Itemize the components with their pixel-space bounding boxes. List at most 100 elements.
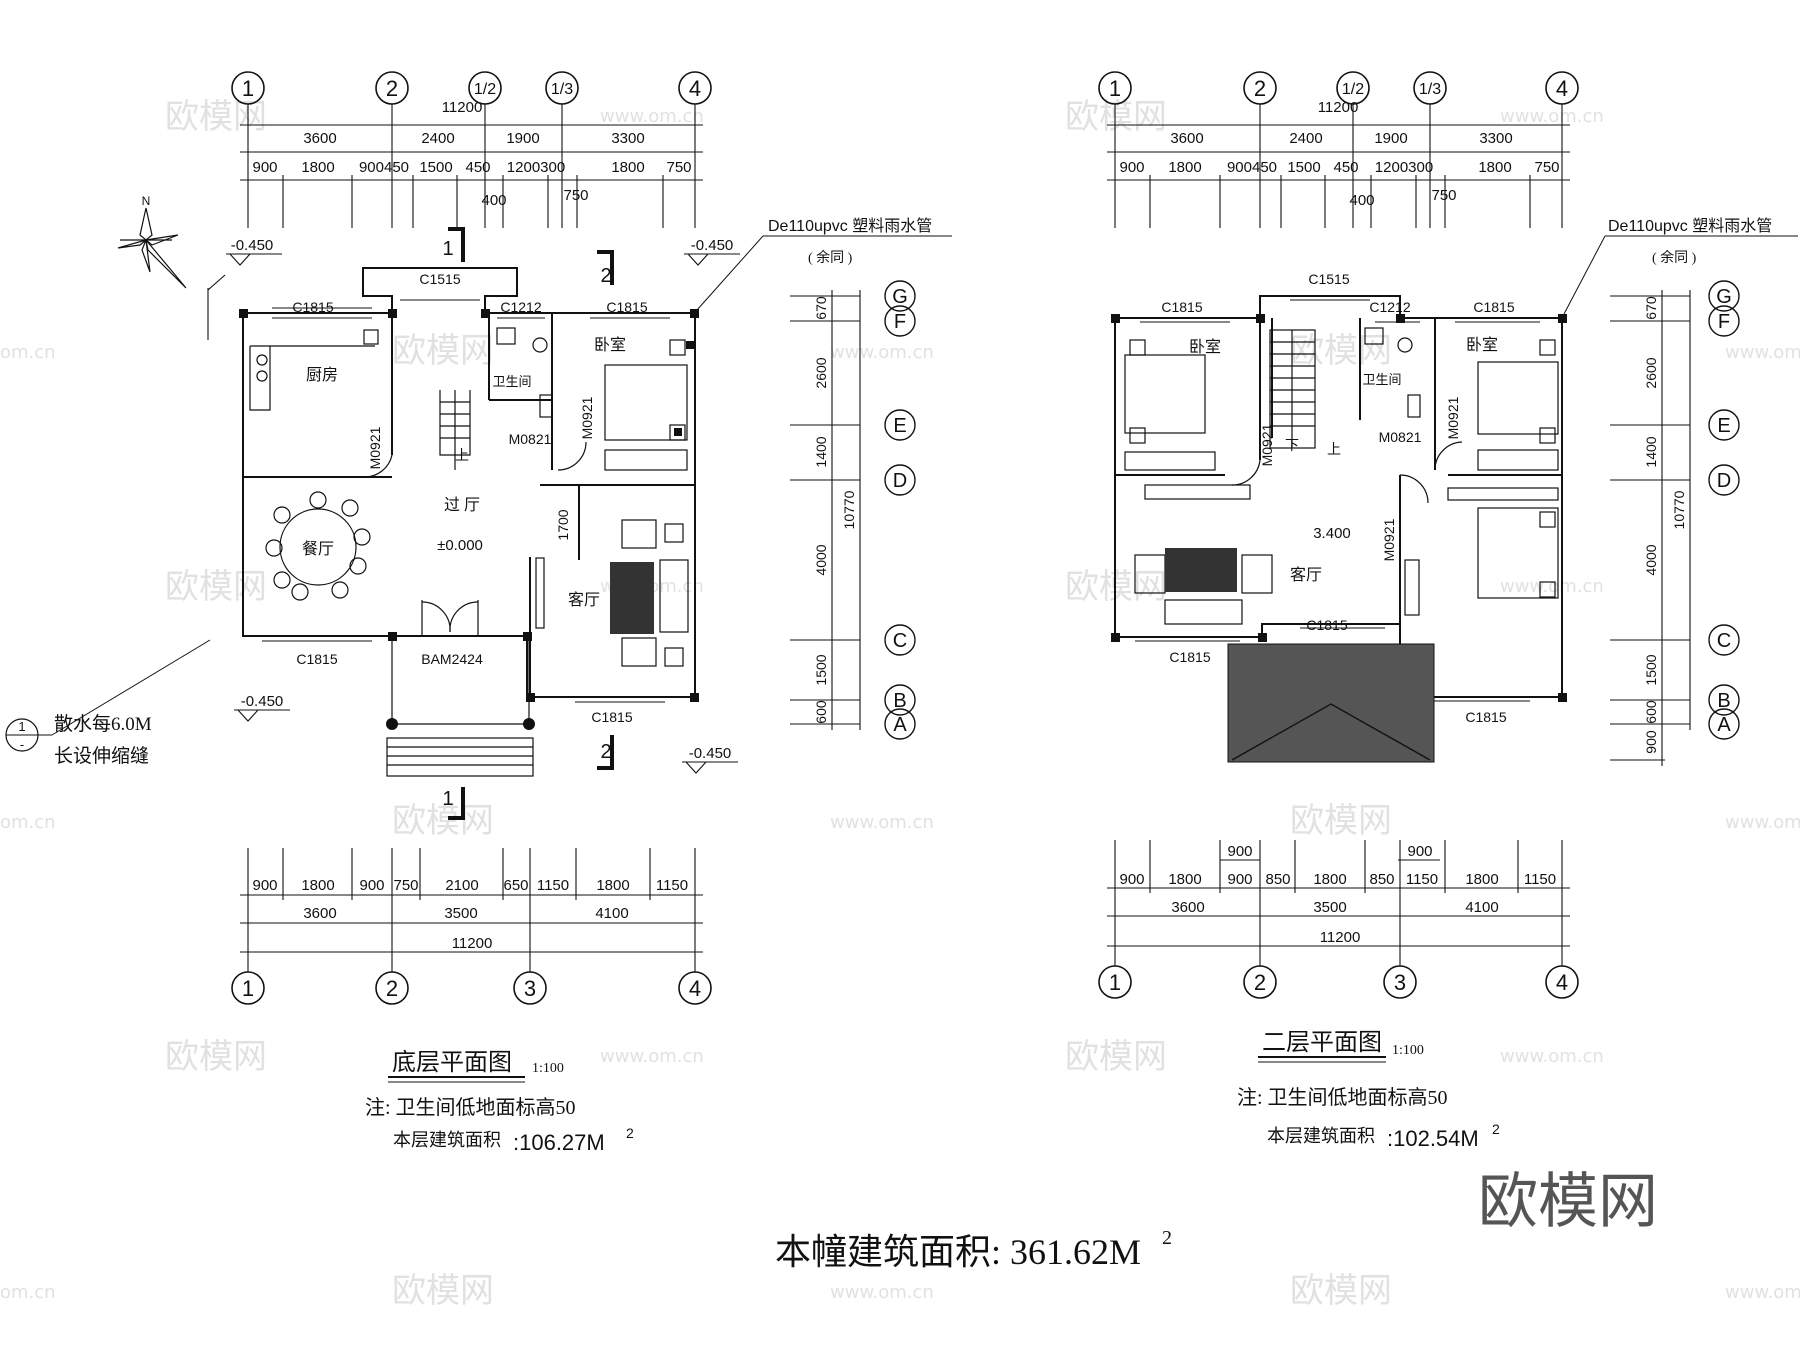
dim-label: 1150 [537, 877, 569, 894]
grid-bubble-G: G [1716, 286, 1732, 308]
exterior-levels: -0.450 -0.450 -0.450 -0.450 [207, 237, 740, 774]
dim-label: 1400 [813, 436, 829, 467]
dim-label: 1800 [301, 877, 334, 894]
dim-label: 1150 [656, 877, 688, 894]
door-tag: M0821 [1379, 429, 1422, 445]
pipe-label: De110upvc 塑料雨水管 [768, 217, 932, 235]
dim-total: 11200 [442, 99, 483, 116]
note-line-2: 长设伸缩缝 [54, 745, 149, 767]
watermark-layer: 欧模网 www.om.cn 欧模网 www.om.cn om.cn 欧模网 ww… [0, 97, 1800, 1311]
watermark-site: www.om.cn [830, 1282, 934, 1303]
section-marks: 1 2 2 1 [442, 227, 614, 820]
grid-bubble-3: 3 [1394, 970, 1406, 995]
room-label-living: 客厅 [1290, 566, 1322, 584]
watermark-site: www.om.cn [1725, 342, 1800, 363]
callout-expansion-joint: 1 - 散水每6.0M 长设伸缩缝 [5, 639, 211, 767]
room-label-bedroom: 卧室 [1189, 338, 1221, 356]
watermark-site: www.om.cn [830, 342, 934, 363]
left-top-grid: 1 2 1/2 1/3 4 11200 3600 2400 1900 3300 … [231, 71, 712, 228]
grid-bubble-2: 2 [386, 976, 398, 1001]
dim-label: 900 [252, 877, 277, 894]
left-plan-walls [239, 267, 699, 703]
dim-label: 4000 [1643, 544, 1659, 575]
dim-label: 600 [1643, 700, 1659, 724]
dim-label: 850 [1369, 871, 1394, 888]
watermark-site: www.om.cn [1500, 576, 1604, 597]
dim-label: 450 [1333, 159, 1358, 176]
exterior-level: -0.450 [691, 237, 734, 254]
dim-label: 650 [503, 877, 528, 894]
right-top-grid: 1 2 1/2 1/3 4 11200 3600 2400 1900 3300 … [1098, 71, 1579, 228]
grid-bubble-E: E [893, 415, 906, 437]
watermark-site: om.cn [0, 342, 56, 363]
dim-label: 4100 [595, 905, 628, 922]
brand-logo: 欧模网 [1478, 1167, 1658, 1237]
grid-bubble-A: A [893, 714, 907, 736]
dim-label: 900 [359, 877, 384, 894]
floor-area-label: 本层建筑面积 [1267, 1126, 1375, 1146]
exterior-level: -0.450 [689, 745, 732, 762]
watermark-site: www.om.cn [600, 106, 704, 127]
pipe-note: ( 余同 ) [808, 249, 853, 266]
window-tag: C1212 [500, 299, 541, 315]
dim-total: 10770 [841, 490, 857, 529]
watermark-brand: 欧模网 [392, 331, 494, 371]
dim-label: 2600 [1643, 357, 1659, 388]
dim-label: 2600 [813, 357, 829, 388]
watermark-brand: 欧模网 [1065, 97, 1167, 137]
grid-bubble-G: G [892, 286, 908, 308]
left-furniture [249, 327, 689, 777]
grid-bubble-B: B [1717, 690, 1730, 712]
watermark-brand: 欧模网 [392, 801, 494, 841]
dim-label: 1500 [1643, 654, 1659, 685]
note-line-1: 散水每6.0M [54, 713, 152, 735]
dim-label: 900 [1407, 843, 1432, 860]
window-tag: C1815 [1161, 299, 1202, 315]
grid-bubble-1: 1 [242, 976, 254, 1001]
roof-tiles [1227, 643, 1435, 763]
room-label-bath: 卫生间 [1362, 372, 1401, 387]
door-tag: M0921 [1381, 518, 1397, 561]
dim-label: 2100 [445, 877, 478, 894]
watermark-brand: 欧模网 [1290, 801, 1392, 841]
dim-label: 850 [1265, 871, 1290, 888]
stair-up-label: 上 [1327, 442, 1341, 458]
dim-label: 900 [1227, 871, 1252, 888]
dim-label: 1700 [555, 509, 571, 540]
floor-area-value: :102.54M [1387, 1126, 1479, 1151]
callout-number: 1 [18, 719, 25, 734]
exterior-level: -0.450 [241, 693, 284, 710]
dim-label: 1800 [1168, 159, 1201, 176]
left-side-dims: G F E D C B A 670 2600 1400 4000 1500 60… [790, 280, 916, 740]
floor-note: 注: 卫生间低地面标高50 [365, 1096, 576, 1119]
grid-bubble-2: 2 [1254, 970, 1266, 995]
dim-label: 670 [813, 296, 829, 320]
room-label-living: 客厅 [568, 591, 600, 609]
right-title-block: 二层平面图 1:100 注: 卫生间低地面标高50 本层建筑面积 :102.54… [1237, 1030, 1500, 1151]
window-tag: C1815 [1473, 299, 1514, 315]
north-compass: N [117, 194, 187, 289]
page-title-ground-floor: 底层平面图 [392, 1049, 512, 1076]
grid-bubble-C: C [893, 630, 907, 652]
door-tag: M0821 [509, 431, 552, 447]
dim-label: 1800 [1465, 871, 1498, 888]
dim-label: 1500 [1287, 159, 1320, 176]
dim-label: 450 [465, 159, 490, 176]
dim-label: 900 [1643, 730, 1659, 754]
callout-sub: - [20, 737, 24, 752]
door-tag: BAM2424 [421, 651, 483, 667]
dim-label: 400 [1349, 192, 1374, 209]
dim-total: 11200 [452, 935, 493, 952]
grid-bubble-D: D [1717, 470, 1731, 492]
dim-label: 1150 [1406, 871, 1438, 888]
left-title-block: 底层平面图 1:100 注: 卫生间低地面标高50 本层建筑面积 :106.27… [365, 1049, 634, 1155]
window-tag: C1815 [591, 709, 632, 725]
pipe-note: ( 余同 ) [1652, 249, 1697, 266]
room-label-dining: 餐厅 [302, 540, 334, 558]
dim-label: 3600 [1171, 899, 1204, 916]
pipe-label: De110upvc 塑料雨水管 [1608, 217, 1772, 235]
dim-label: 1900 [506, 130, 539, 147]
grid-bubble-4: 4 [1556, 76, 1568, 101]
dim-label: 4100 [1465, 899, 1498, 916]
window-tag: C1212 [1369, 299, 1410, 315]
